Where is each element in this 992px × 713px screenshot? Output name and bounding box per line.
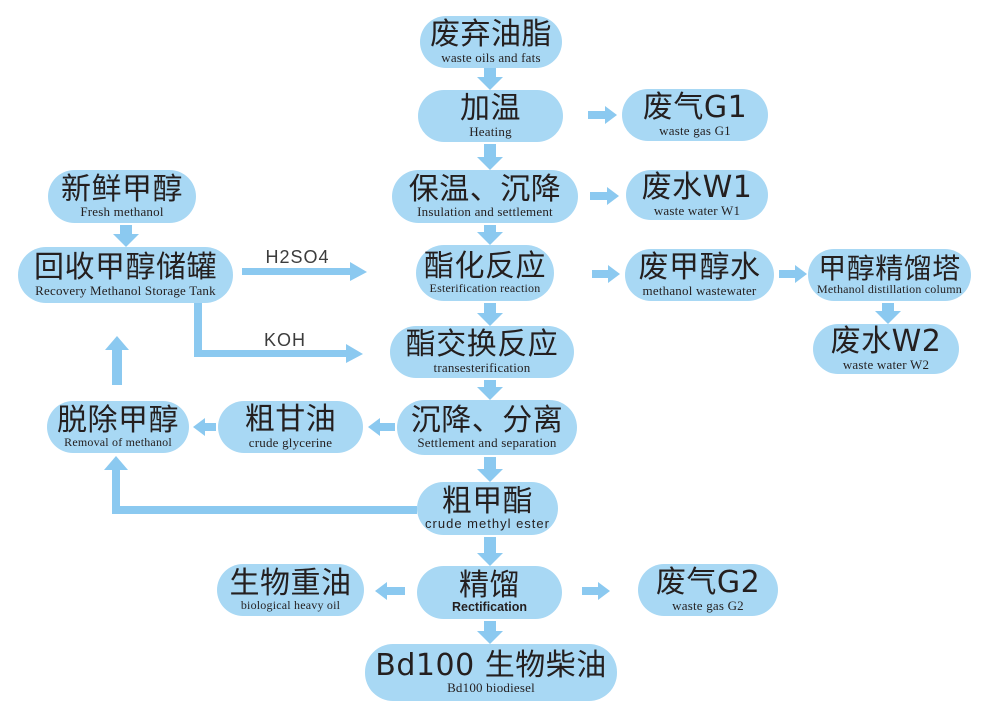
waste-gas-g1-box: 废气G1 waste gas G1	[622, 89, 768, 141]
waste-water-w1-box: 废水W1 waste water W1	[626, 170, 768, 220]
transesterification-en-label: transesterification	[433, 359, 531, 375]
crude-glycerine-cn-label: 粗甘油	[244, 402, 337, 438]
rectification-en-label: Rectification	[451, 600, 527, 615]
arrow-heating-to-insulation	[477, 144, 503, 170]
insulation-box: 保温、沉降 Insulation and settlement	[392, 170, 578, 223]
fresh-methanol-en-label: Fresh methanol	[80, 204, 164, 220]
methanol-column-cn-label: 甲醇精馏塔	[818, 251, 961, 285]
methanol-column-en-label: Methanol distillation column	[817, 282, 962, 297]
arrow-insulation-to-waste-water-w1	[590, 187, 619, 205]
fresh-methanol-box: 新鲜甲醇 Fresh methanol	[48, 170, 196, 223]
esterification-en-label: Esterification reaction	[429, 281, 541, 296]
waste-methanol-water-cn-label: 废甲醇水	[638, 250, 761, 286]
arrow-methanol-column-to-waste-water-w2	[875, 303, 901, 324]
recovery-tank-cn-label: 回收甲醇储罐	[34, 250, 217, 286]
bd100-en-label: Bd100 biodiesel	[447, 680, 535, 696]
transesterification-box: 酯交换反应 transesterification	[390, 326, 574, 378]
settlement-en-label: Settlement and separation	[417, 435, 557, 451]
arrow-rectification-to-waste-gas-g2	[582, 582, 610, 600]
arrow-crude-glycerine-to-removal-methanol	[193, 418, 216, 436]
arrow-transesterification-to-settlement	[477, 380, 503, 400]
esterification-cn-label: 酯化反应	[424, 248, 546, 284]
waste-oils-cn-label: 废弃油脂	[430, 17, 552, 53]
transesterification-cn-label: 酯交换反应	[405, 327, 559, 363]
insulation-en-label: Insulation and settlement	[417, 204, 553, 220]
waste-methanol-water-en-label: methanol wastewater	[642, 282, 757, 298]
waste-water-w2-en-label: waste water W2	[842, 356, 930, 372]
esterification-box: 酯化反应 Esterification reaction	[416, 245, 554, 301]
crude-methyl-ester-box: 粗甲酯 crude methyl ester	[417, 482, 558, 535]
waste-water-w2-box: 废水W2 waste water W2	[813, 324, 959, 374]
h2so4-label: H2SO4	[265, 247, 330, 267]
biological-heavy-oil-box: 生物重油 biological heavy oil	[217, 564, 364, 616]
arrow-rectification-to-biological-heavy-oil	[375, 582, 405, 600]
crude-glycerine-en-label: crude glycerine	[248, 434, 333, 450]
arrow-recovery-tank-to-transesterification-koh	[194, 300, 363, 363]
rectification-cn-label: 精馏	[459, 567, 520, 603]
heating-en-label: Heating	[469, 123, 512, 139]
arrow-settlement-to-crude-methyl-ester	[477, 457, 503, 482]
waste-oils-box: 废弃油脂 waste oils and fats	[420, 16, 562, 68]
bd100-cn-label: Bd100 生物柴油	[375, 647, 607, 683]
rectification-box: 精馏 Rectification	[417, 566, 562, 619]
settlement-box: 沉降、分离 Settlement and separation	[397, 400, 577, 455]
arrow-crude-methyl-ester-to-removal-methanol	[104, 456, 417, 514]
waste-gas-g1-en-label: waste gas G1	[659, 122, 731, 138]
arrow-fresh-methanol-to-recovery-tank	[113, 225, 139, 247]
recovery-tank-en-label: Recovery Methanol Storage Tank	[35, 282, 216, 298]
waste-water-w1-en-label: waste water W1	[653, 202, 741, 218]
waste-gas-g2-cn-label: 废气G2	[655, 565, 761, 601]
waste-gas-g2-en-label: waste gas G2	[672, 597, 744, 613]
methanol-column-box: 甲醇精馏塔 Methanol distillation column	[808, 249, 971, 301]
settlement-cn-label: 沉降、分离	[410, 402, 564, 438]
koh-label: KOH	[263, 330, 306, 350]
biological-heavy-oil-cn-label: 生物重油	[229, 565, 352, 601]
arrow-waste-oils-to-heating	[477, 66, 503, 90]
heating-cn-label: 加温	[460, 91, 521, 127]
arrow-esterification-to-transesterification	[477, 303, 503, 326]
bd100-box: Bd100 生物柴油 Bd100 biodiesel	[365, 644, 617, 701]
arrow-recovery-tank-to-esterification-h2so4	[242, 262, 367, 281]
biological-heavy-oil-en-label: biological heavy oil	[240, 598, 341, 613]
waste-methanol-water-box: 废甲醇水 methanol wastewater	[625, 249, 774, 301]
arrow-removal-methanol-to-recovery-tank	[105, 336, 129, 385]
waste-gas-g1-cn-label: 废气G1	[642, 90, 748, 126]
arrow-settlement-to-crude-glycerine	[368, 418, 395, 436]
recovery-tank-box: 回收甲醇储罐 Recovery Methanol Storage Tank	[18, 247, 233, 303]
arrow-esterification-to-waste-methanol-water	[592, 265, 620, 283]
arrow-insulation-to-esterification	[477, 225, 503, 245]
fresh-methanol-cn-label: 新鲜甲醇	[61, 171, 183, 207]
heating-box: 加温 Heating	[418, 90, 563, 142]
crude-methyl-ester-en-label: crude methyl ester	[425, 516, 550, 532]
arrow-heating-to-waste-gas-g1	[588, 106, 617, 124]
removal-methanol-box: 脱除甲醇 Removal of methanol	[47, 401, 189, 453]
waste-water-w1-cn-label: 废水W1	[641, 170, 753, 206]
insulation-cn-label: 保温、沉降	[408, 171, 562, 207]
waste-water-w2-cn-label: 废水W2	[830, 324, 942, 360]
crude-glycerine-box: 粗甘油 crude glycerine	[218, 401, 363, 453]
removal-methanol-cn-label: 脱除甲醇	[57, 402, 179, 438]
crude-methyl-ester-cn-label: 粗甲酯	[441, 483, 534, 519]
waste-oils-en-label: waste oils and fats	[441, 49, 541, 65]
arrow-waste-methanol-water-to-methanol-column	[779, 265, 807, 283]
arrow-rectification-to-bd100	[477, 621, 503, 644]
waste-gas-g2-box: 废气G2 waste gas G2	[638, 564, 778, 616]
removal-methanol-en-label: Removal of methanol	[64, 435, 172, 450]
arrow-crude-methyl-ester-to-rectification	[477, 537, 503, 566]
